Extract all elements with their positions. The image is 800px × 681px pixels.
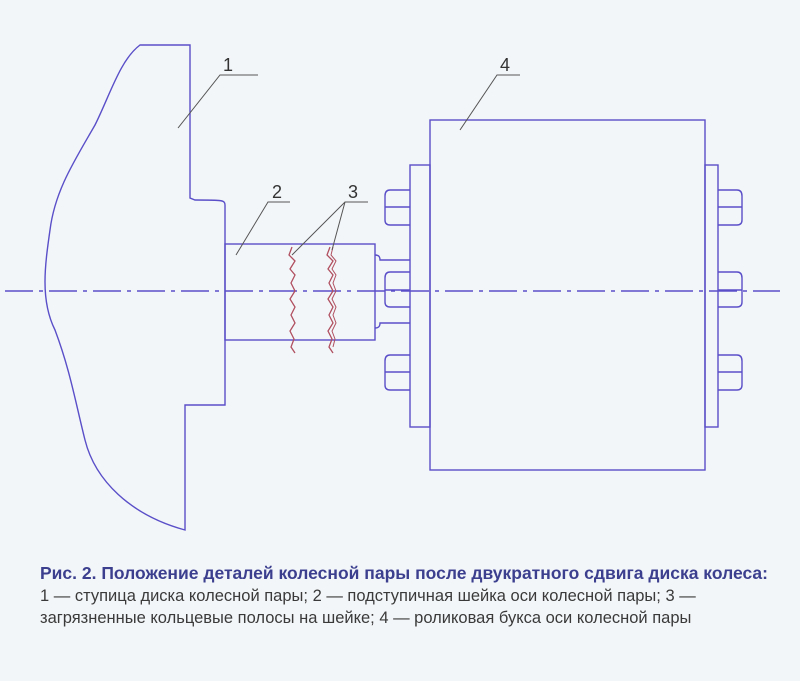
axlebox-body bbox=[429, 119, 706, 471]
wheelset-diagram: 1 2 3 4 bbox=[5, 44, 780, 531]
contaminated-bands bbox=[288, 246, 337, 354]
axlebox-right-plate bbox=[704, 164, 719, 428]
journal-neck bbox=[374, 254, 410, 329]
label-2: 2 bbox=[272, 182, 282, 202]
figure-caption: Рис. 2. Положение деталей колесной пары … bbox=[40, 562, 790, 629]
leader-4 bbox=[459, 74, 520, 131]
label-3: 3 bbox=[348, 182, 358, 202]
axlebox-left-plate bbox=[409, 164, 431, 428]
leader-3 bbox=[291, 201, 368, 256]
bolts-right bbox=[718, 189, 743, 391]
bolts-left bbox=[384, 189, 410, 391]
leader-1 bbox=[177, 74, 258, 129]
caption-body: 1 — ступица диска колесной пары; 2 — под… bbox=[40, 587, 696, 627]
wheel-hub-outline bbox=[44, 44, 226, 531]
leader-2 bbox=[235, 201, 290, 256]
label-4: 4 bbox=[500, 55, 510, 75]
caption-title: Рис. 2. Положение деталей колесной пары … bbox=[40, 563, 768, 583]
label-1: 1 bbox=[223, 55, 233, 75]
axle-journal bbox=[224, 243, 376, 341]
